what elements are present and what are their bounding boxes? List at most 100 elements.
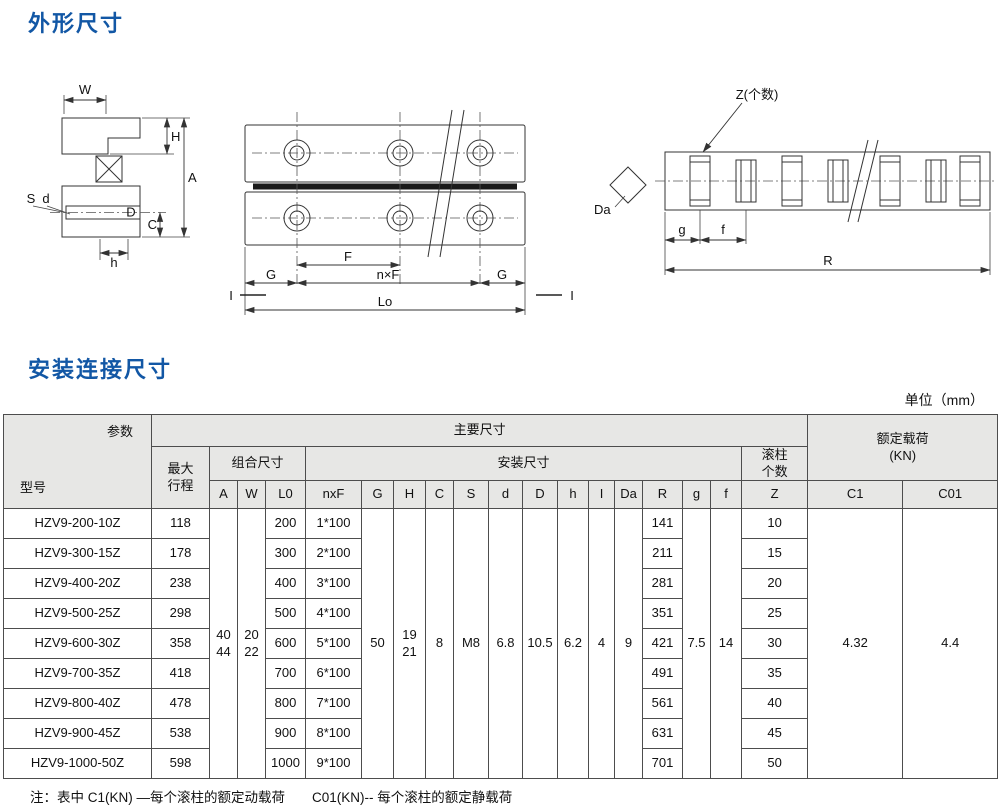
nxF-cell: 8*100	[305, 718, 362, 749]
dim-label-nxF: n×F	[377, 267, 400, 282]
stroke-cell: 238	[151, 568, 210, 599]
col-f: f	[710, 480, 742, 509]
Z-cell: 45	[740, 718, 809, 749]
dim-label-Z-count: Z(个数)	[736, 87, 779, 102]
header-roller-count: 滚柱 个数	[740, 446, 809, 481]
dim-label-W: W	[79, 82, 92, 97]
shared-C01-cell: 4.4	[902, 508, 999, 779]
dim-label-Da: Da	[594, 202, 611, 217]
model-cell: HZV9-500-25Z	[3, 598, 152, 629]
dim-label-g: g	[678, 222, 685, 237]
col-D: D	[522, 480, 558, 509]
nxF-cell: 2*100	[305, 538, 362, 569]
stroke-cell: 178	[151, 538, 210, 569]
L0-cell: 500	[265, 598, 306, 629]
plan-view-drawing: F G n×F G Lo I I	[229, 109, 574, 315]
technical-drawings: W H A C S d D h	[27, 82, 996, 315]
col-nxF: nxF	[305, 480, 362, 509]
dim-label-S: S	[27, 191, 36, 206]
Z-cell: 40	[740, 688, 809, 719]
dim-label-C: C	[148, 217, 157, 232]
Z-cell: 35	[740, 658, 809, 689]
mounting-holes	[283, 139, 494, 232]
Z-cell: 10	[740, 508, 809, 539]
stroke-cell: 598	[151, 748, 210, 779]
col-C: C	[425, 480, 454, 509]
header-model-label: 型号	[20, 479, 47, 495]
dim-label-d: d	[42, 191, 49, 206]
stroke-cell: 418	[151, 658, 210, 689]
col-W: W	[237, 480, 266, 509]
model-cell: HZV9-1000-50Z	[3, 748, 152, 779]
model-cell: HZV9-400-20Z	[3, 568, 152, 599]
table-row: HZV9-200-10Z 118 40 44 20 22 200 1*100 5…	[3, 508, 999, 779]
R-cell: 421	[642, 628, 683, 659]
header-rated-load: 额定载荷 (KN)	[807, 414, 999, 481]
shared-h-cell: 6.2	[557, 508, 589, 779]
Z-cell: 30	[740, 628, 809, 659]
nxF-cell: 6*100	[305, 658, 362, 689]
shared-f-cell: 14	[710, 508, 742, 779]
header-param-label: 参数	[106, 424, 133, 439]
stroke-cell: 358	[151, 628, 210, 659]
dim-label-A: A	[188, 170, 197, 185]
header-combo-dims: 组合尺寸	[209, 446, 306, 481]
L0-cell: 700	[265, 658, 306, 689]
Z-cell: 15	[740, 538, 809, 569]
col-d: d	[488, 480, 523, 509]
dim-label-h-small: h	[110, 255, 117, 270]
stroke-cell: 478	[151, 688, 210, 719]
col-I: I	[588, 480, 615, 509]
Z-cell: 25	[740, 598, 809, 629]
shared-I-cell: 4	[588, 508, 615, 779]
col-Da: Da	[614, 480, 643, 509]
col-C1: C1	[807, 480, 904, 509]
col-R: R	[642, 480, 683, 509]
model-cell: HZV9-600-30Z	[3, 628, 152, 659]
nxF-cell: 9*100	[305, 748, 362, 779]
col-A: A	[209, 480, 238, 509]
dim-label-D-bore: D	[126, 205, 135, 220]
col-L0: L0	[265, 480, 306, 509]
shared-G-cell: 50	[361, 508, 394, 779]
R-cell: 561	[642, 688, 683, 719]
R-cell: 211	[642, 538, 683, 569]
R-cell: 491	[642, 658, 683, 689]
dim-label-G-right: G	[497, 267, 507, 282]
shared-D-cell: 10.5	[522, 508, 558, 779]
model-cell: HZV9-200-10Z	[3, 508, 152, 539]
footnote: 注：表中 C1(KN) —每个滚柱的额定动载荷 C01(KN)-- 每个滚柱的额…	[30, 790, 513, 805]
L0-cell: 800	[265, 688, 306, 719]
shared-g-cell: 7.5	[682, 508, 711, 779]
model-cell: HZV9-800-40Z	[3, 688, 152, 719]
nxF-cell: 4*100	[305, 598, 362, 629]
shared-C-cell: 8	[425, 508, 454, 779]
end-view-drawing: W H A C S d D h	[27, 82, 197, 270]
stroke-cell: 538	[151, 718, 210, 749]
R-cell: 141	[642, 508, 683, 539]
header-param-model: 参数 型号	[3, 414, 152, 509]
dim-label-R: R	[823, 253, 832, 268]
spec-table: 参数 型号 主要尺寸 额定载荷 (KN) 最大 行程 组合尺寸 安装尺寸 滚柱 …	[3, 414, 999, 779]
col-h: h	[557, 480, 589, 509]
page-title-outline-dimensions: 外形尺寸	[28, 11, 125, 36]
header-max-stroke: 最大 行程	[151, 446, 210, 509]
header-install-dims: 安装尺寸	[305, 446, 742, 481]
side-view-drawing: Z(个数) Da	[594, 87, 996, 275]
page-title-install-dimensions: 安装连接尺寸	[28, 357, 173, 382]
R-cell: 701	[642, 748, 683, 779]
model-cell: HZV9-900-45Z	[3, 718, 152, 749]
nxF-cell: 1*100	[305, 508, 362, 539]
nxF-cell: 3*100	[305, 568, 362, 599]
L0-cell: 400	[265, 568, 306, 599]
shared-C1-cell: 4.32	[807, 508, 904, 779]
L0-cell: 900	[265, 718, 306, 749]
L0-cell: 300	[265, 538, 306, 569]
L0-cell: 200	[265, 508, 306, 539]
dim-label-F: F	[344, 249, 352, 264]
col-Z: Z	[740, 480, 809, 509]
model-cell: HZV9-700-35Z	[3, 658, 152, 689]
shared-H-cell: 19 21	[393, 508, 426, 779]
col-g: g	[682, 480, 711, 509]
stroke-cell: 298	[151, 598, 210, 629]
